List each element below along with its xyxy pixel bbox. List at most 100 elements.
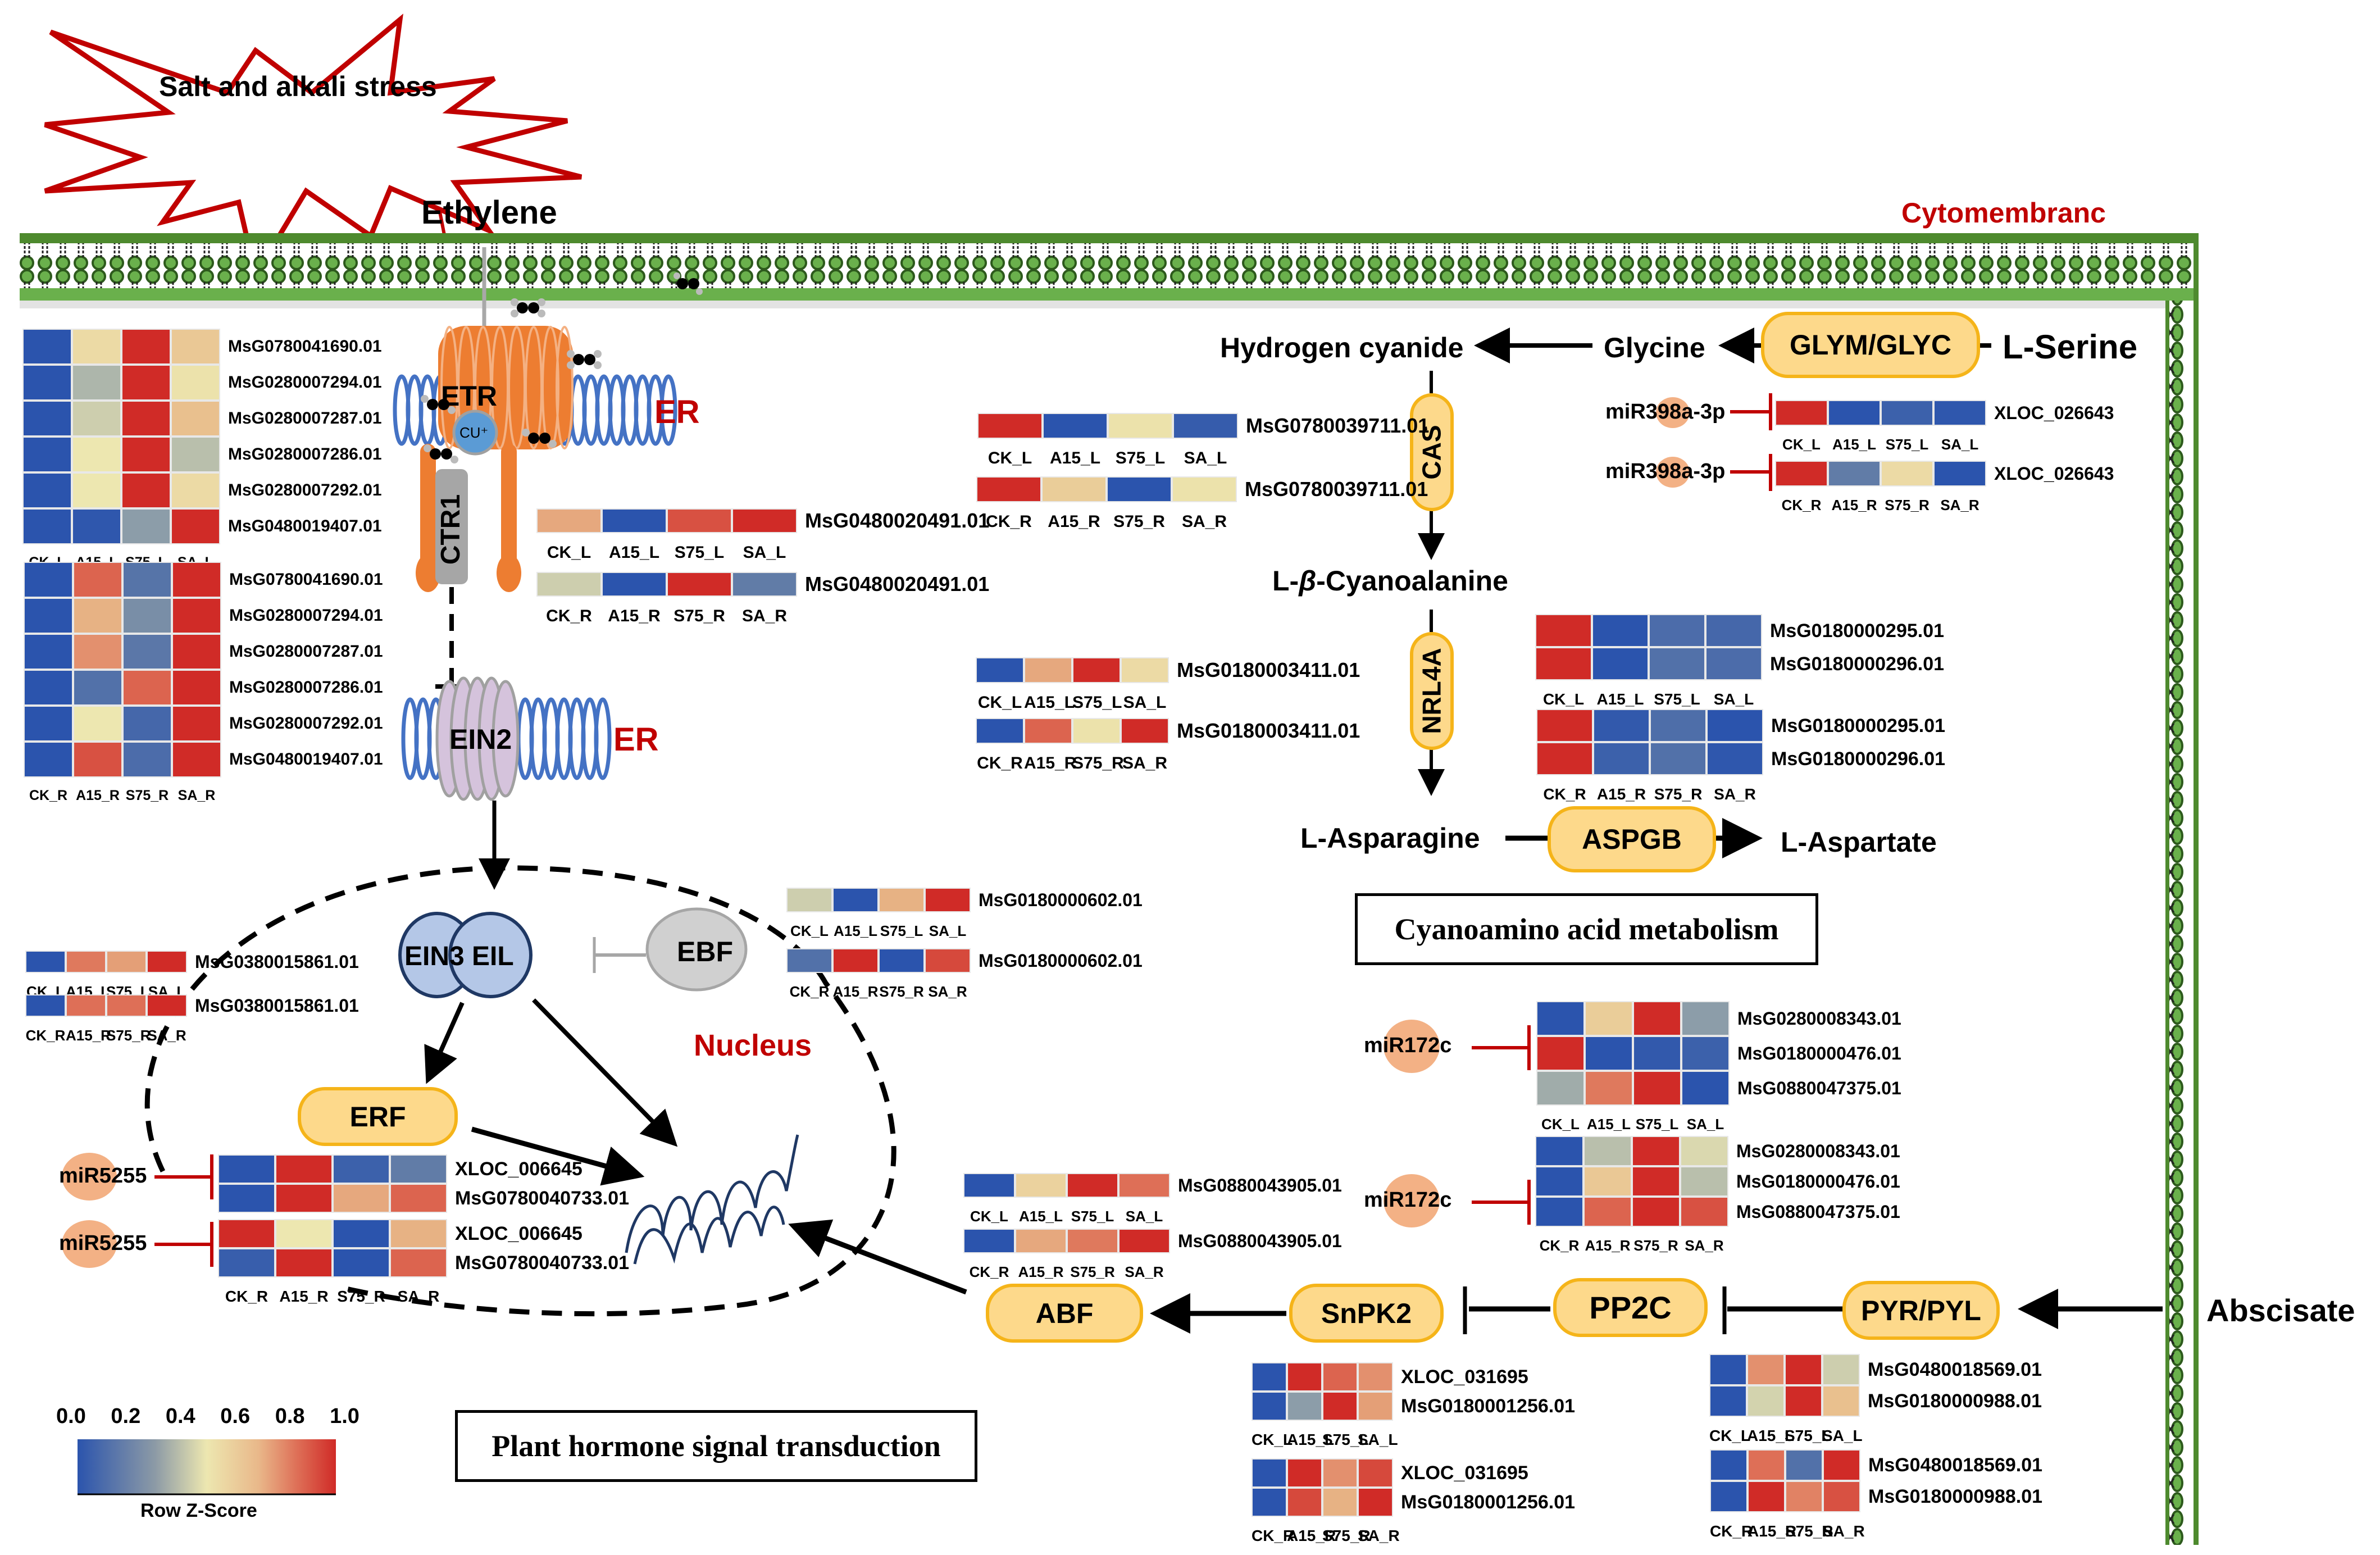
heatmap-cell[interactable] — [1681, 1167, 1727, 1195]
heatmap-cell[interactable] — [1537, 1072, 1583, 1104]
heatmap-cell[interactable] — [733, 510, 796, 532]
heatmap-cell[interactable] — [173, 599, 220, 633]
heatmap-cell[interactable] — [1120, 1230, 1169, 1252]
node-snpk2[interactable]: SnPK2 — [1289, 1284, 1444, 1343]
heatmap-cell[interactable] — [1323, 1489, 1357, 1516]
heatmap-cell[interactable] — [276, 1220, 331, 1247]
heatmap-cell[interactable] — [1824, 1451, 1859, 1480]
heatmap-cell[interactable] — [1682, 1072, 1728, 1104]
heatmap-cell[interactable] — [1681, 1198, 1727, 1226]
heatmap-cell[interactable] — [1650, 648, 1704, 679]
heatmap-cell[interactable] — [1633, 1167, 1679, 1195]
heatmap-cell[interactable] — [1786, 1482, 1822, 1511]
heatmap-cell[interactable] — [1043, 478, 1105, 501]
heatmap-cell[interactable] — [538, 510, 600, 532]
heatmap-cell[interactable] — [1823, 1355, 1859, 1384]
heatmap-cell[interactable] — [1829, 401, 1880, 425]
heatmap-cell[interactable] — [733, 573, 796, 595]
heatmap-cell[interactable] — [1824, 1482, 1859, 1511]
heatmap-cell[interactable] — [1536, 615, 1591, 646]
heatmap-cell[interactable] — [122, 366, 170, 399]
heatmap-cell[interactable] — [67, 995, 105, 1016]
heatmap-cell[interactable] — [25, 563, 72, 597]
heatmap-cell[interactable] — [1536, 648, 1591, 679]
heatmap-cell[interactable] — [172, 330, 219, 363]
heatmap-cell[interactable] — [73, 402, 120, 435]
heatmap-cell[interactable] — [964, 1230, 1014, 1252]
enzyme-nrl4a[interactable]: NRL4A — [1410, 632, 1454, 750]
heatmap-cell[interactable] — [1711, 1451, 1746, 1480]
heatmap-cell[interactable] — [1786, 1386, 1821, 1416]
heatmap-cell[interactable] — [122, 438, 170, 471]
heatmap-cell[interactable] — [977, 658, 1023, 682]
heatmap-cell[interactable] — [1253, 1363, 1286, 1390]
heatmap-cell[interactable] — [880, 889, 923, 911]
heatmap-cell[interactable] — [25, 743, 72, 776]
heatmap-cell[interactable] — [73, 510, 120, 543]
heatmap-cell[interactable] — [1935, 462, 1985, 485]
heatmap-cell[interactable] — [1253, 1459, 1286, 1486]
heatmap-cell[interactable] — [124, 635, 171, 669]
heatmap-cell[interactable] — [276, 1249, 331, 1276]
heatmap-cell[interactable] — [603, 510, 666, 532]
heatmap-cell[interactable] — [1651, 743, 1705, 774]
heatmap-cell[interactable] — [1682, 1002, 1728, 1035]
heatmap-cell[interactable] — [1882, 462, 1932, 485]
heatmap-cell[interactable] — [73, 330, 120, 363]
heatmap-cell[interactable] — [538, 573, 600, 595]
heatmap-cell[interactable] — [1073, 719, 1120, 743]
node-erf[interactable]: ERF — [298, 1087, 458, 1146]
heatmap-cell[interactable] — [1288, 1459, 1321, 1486]
heatmap-cell[interactable] — [1634, 1037, 1680, 1070]
heatmap-cell[interactable] — [1073, 658, 1120, 682]
heatmap-cell[interactable] — [1025, 658, 1071, 682]
heatmap-cell[interactable] — [391, 1156, 446, 1183]
heatmap-cell[interactable] — [1749, 1482, 1784, 1511]
heatmap-cell[interactable] — [1594, 710, 1649, 741]
mirna-mir5255-1[interactable]: miR5255 — [59, 1153, 147, 1201]
heatmap-cell[interactable] — [219, 1185, 274, 1212]
heatmap-cell[interactable] — [1882, 401, 1932, 425]
heatmap-cell[interactable] — [1122, 719, 1168, 743]
heatmap-cell[interactable] — [124, 563, 171, 597]
heatmap-cell[interactable] — [1323, 1363, 1357, 1390]
heatmap-cell[interactable] — [1288, 1489, 1321, 1516]
heatmap-cell[interactable] — [148, 995, 186, 1016]
heatmap-cell[interactable] — [1044, 414, 1107, 438]
node-pyr-pyl[interactable]: PYR/PYL — [1842, 1281, 2000, 1340]
heatmap-cell[interactable] — [24, 474, 71, 507]
heatmap-cell[interactable] — [1536, 1167, 1582, 1195]
heatmap-cell[interactable] — [788, 949, 831, 972]
heatmap-cell[interactable] — [391, 1249, 446, 1276]
heatmap-cell[interactable] — [834, 889, 877, 911]
heatmap-cell[interactable] — [979, 414, 1041, 438]
heatmap-cell[interactable] — [1786, 1355, 1821, 1384]
heatmap-cell[interactable] — [1068, 1174, 1117, 1197]
heatmap-cell[interactable] — [1829, 462, 1880, 485]
heatmap-cell[interactable] — [173, 563, 220, 597]
heatmap-cell[interactable] — [24, 510, 71, 543]
heatmap-cell[interactable] — [1823, 1386, 1859, 1416]
heatmap-cell[interactable] — [1537, 1037, 1583, 1070]
heatmap-cell[interactable] — [1068, 1230, 1117, 1252]
heatmap-cell[interactable] — [1359, 1393, 1392, 1420]
heatmap-cell[interactable] — [74, 707, 121, 740]
heatmap-cell[interactable] — [1323, 1459, 1357, 1486]
heatmap-cell[interactable] — [124, 743, 171, 776]
heatmap-cell[interactable] — [1016, 1174, 1066, 1197]
heatmap-cell[interactable] — [1708, 743, 1762, 774]
heatmap-cell[interactable] — [1253, 1393, 1286, 1420]
heatmap-cell[interactable] — [1536, 1137, 1582, 1165]
heatmap-cell[interactable] — [1706, 615, 1761, 646]
heatmap-cell[interactable] — [1748, 1386, 1783, 1416]
heatmap-cell[interactable] — [1633, 1198, 1679, 1226]
heatmap-cell[interactable] — [67, 952, 105, 972]
heatmap-cell[interactable] — [834, 949, 877, 972]
heatmap-cell[interactable] — [25, 635, 72, 669]
heatmap-cell[interactable] — [1776, 462, 1827, 485]
heatmap-cell[interactable] — [219, 1249, 274, 1276]
heatmap-cell[interactable] — [1016, 1230, 1066, 1252]
mirna-mir172c-1[interactable]: miR172c — [1364, 1020, 1451, 1073]
heatmap-cell[interactable] — [1585, 1167, 1631, 1195]
heatmap-cell[interactable] — [1122, 658, 1168, 682]
